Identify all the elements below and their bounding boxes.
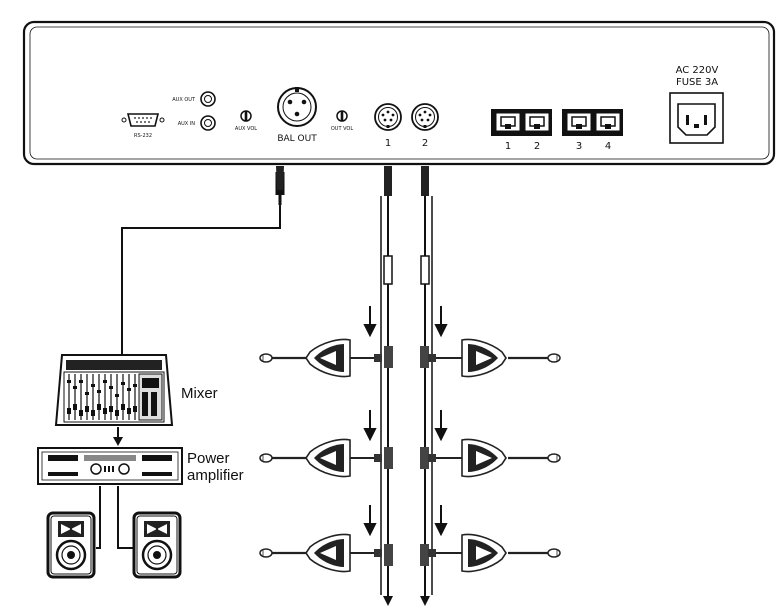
conference-microphone-left-2 <box>258 438 384 478</box>
speaker-left <box>46 511 96 579</box>
amp-to-speaker-cables <box>96 486 134 549</box>
rj45-port-2-label: 2 <box>534 141 540 152</box>
amp-label-line1: Power <box>187 450 230 467</box>
bal-out-label: BAL OUT <box>277 134 317 144</box>
din-port-2 <box>411 103 439 131</box>
bal-out-xlr-port <box>277 87 317 127</box>
aux-out-jack <box>200 91 216 107</box>
mixer-label: Mixer <box>181 385 218 402</box>
out-vol-knob <box>336 110 348 122</box>
rj45-port-1 <box>493 110 523 134</box>
mixer-device <box>54 354 174 426</box>
aux-out-label: AUX OUT <box>172 97 196 103</box>
out-vol-label: OUT VOL <box>331 126 354 132</box>
power-inlet <box>669 92 724 144</box>
din-cable-2 <box>420 166 433 606</box>
conference-microphone-right-1 <box>426 338 562 378</box>
bal-out-cable <box>121 166 285 418</box>
rj45-port-3 <box>564 110 594 134</box>
power-amplifier-device <box>37 447 183 485</box>
aux-vol-knob <box>240 110 252 122</box>
power-label-line1: AC 220V <box>676 65 719 76</box>
rs232-port <box>121 113 165 127</box>
main-unit-back-panel: RS-232 AUX OUT AUX IN AUX VOL BAL OUT OU… <box>22 20 776 166</box>
aux-in-label: AUX IN <box>178 121 196 127</box>
aux-in-jack <box>200 115 216 131</box>
aux-vol-label: AUX VOL <box>235 126 257 132</box>
din-port-2-label: 2 <box>422 138 428 149</box>
mixer-to-amp-arrow <box>113 427 123 446</box>
amp-label-line2: amplifier <box>187 467 244 484</box>
rs232-label: RS-232 <box>134 133 152 139</box>
din-port-1 <box>374 103 402 131</box>
rj45-port-1-label: 1 <box>505 141 511 152</box>
conference-microphone-right-3 <box>426 533 562 573</box>
rj45-port-2 <box>522 110 552 134</box>
speaker-right <box>132 511 182 579</box>
conference-microphone-left-3 <box>258 533 384 573</box>
din-cable-1 <box>380 166 393 606</box>
rj45-port-4 <box>593 110 623 134</box>
rj45-port-4-label: 4 <box>605 141 611 152</box>
conference-microphone-right-2 <box>426 438 562 478</box>
rj45-port-3-label: 3 <box>576 141 582 152</box>
conference-microphone-left-1 <box>258 338 384 378</box>
power-label-line2: FUSE 3A <box>676 77 718 88</box>
din-port-1-label: 1 <box>385 138 391 149</box>
